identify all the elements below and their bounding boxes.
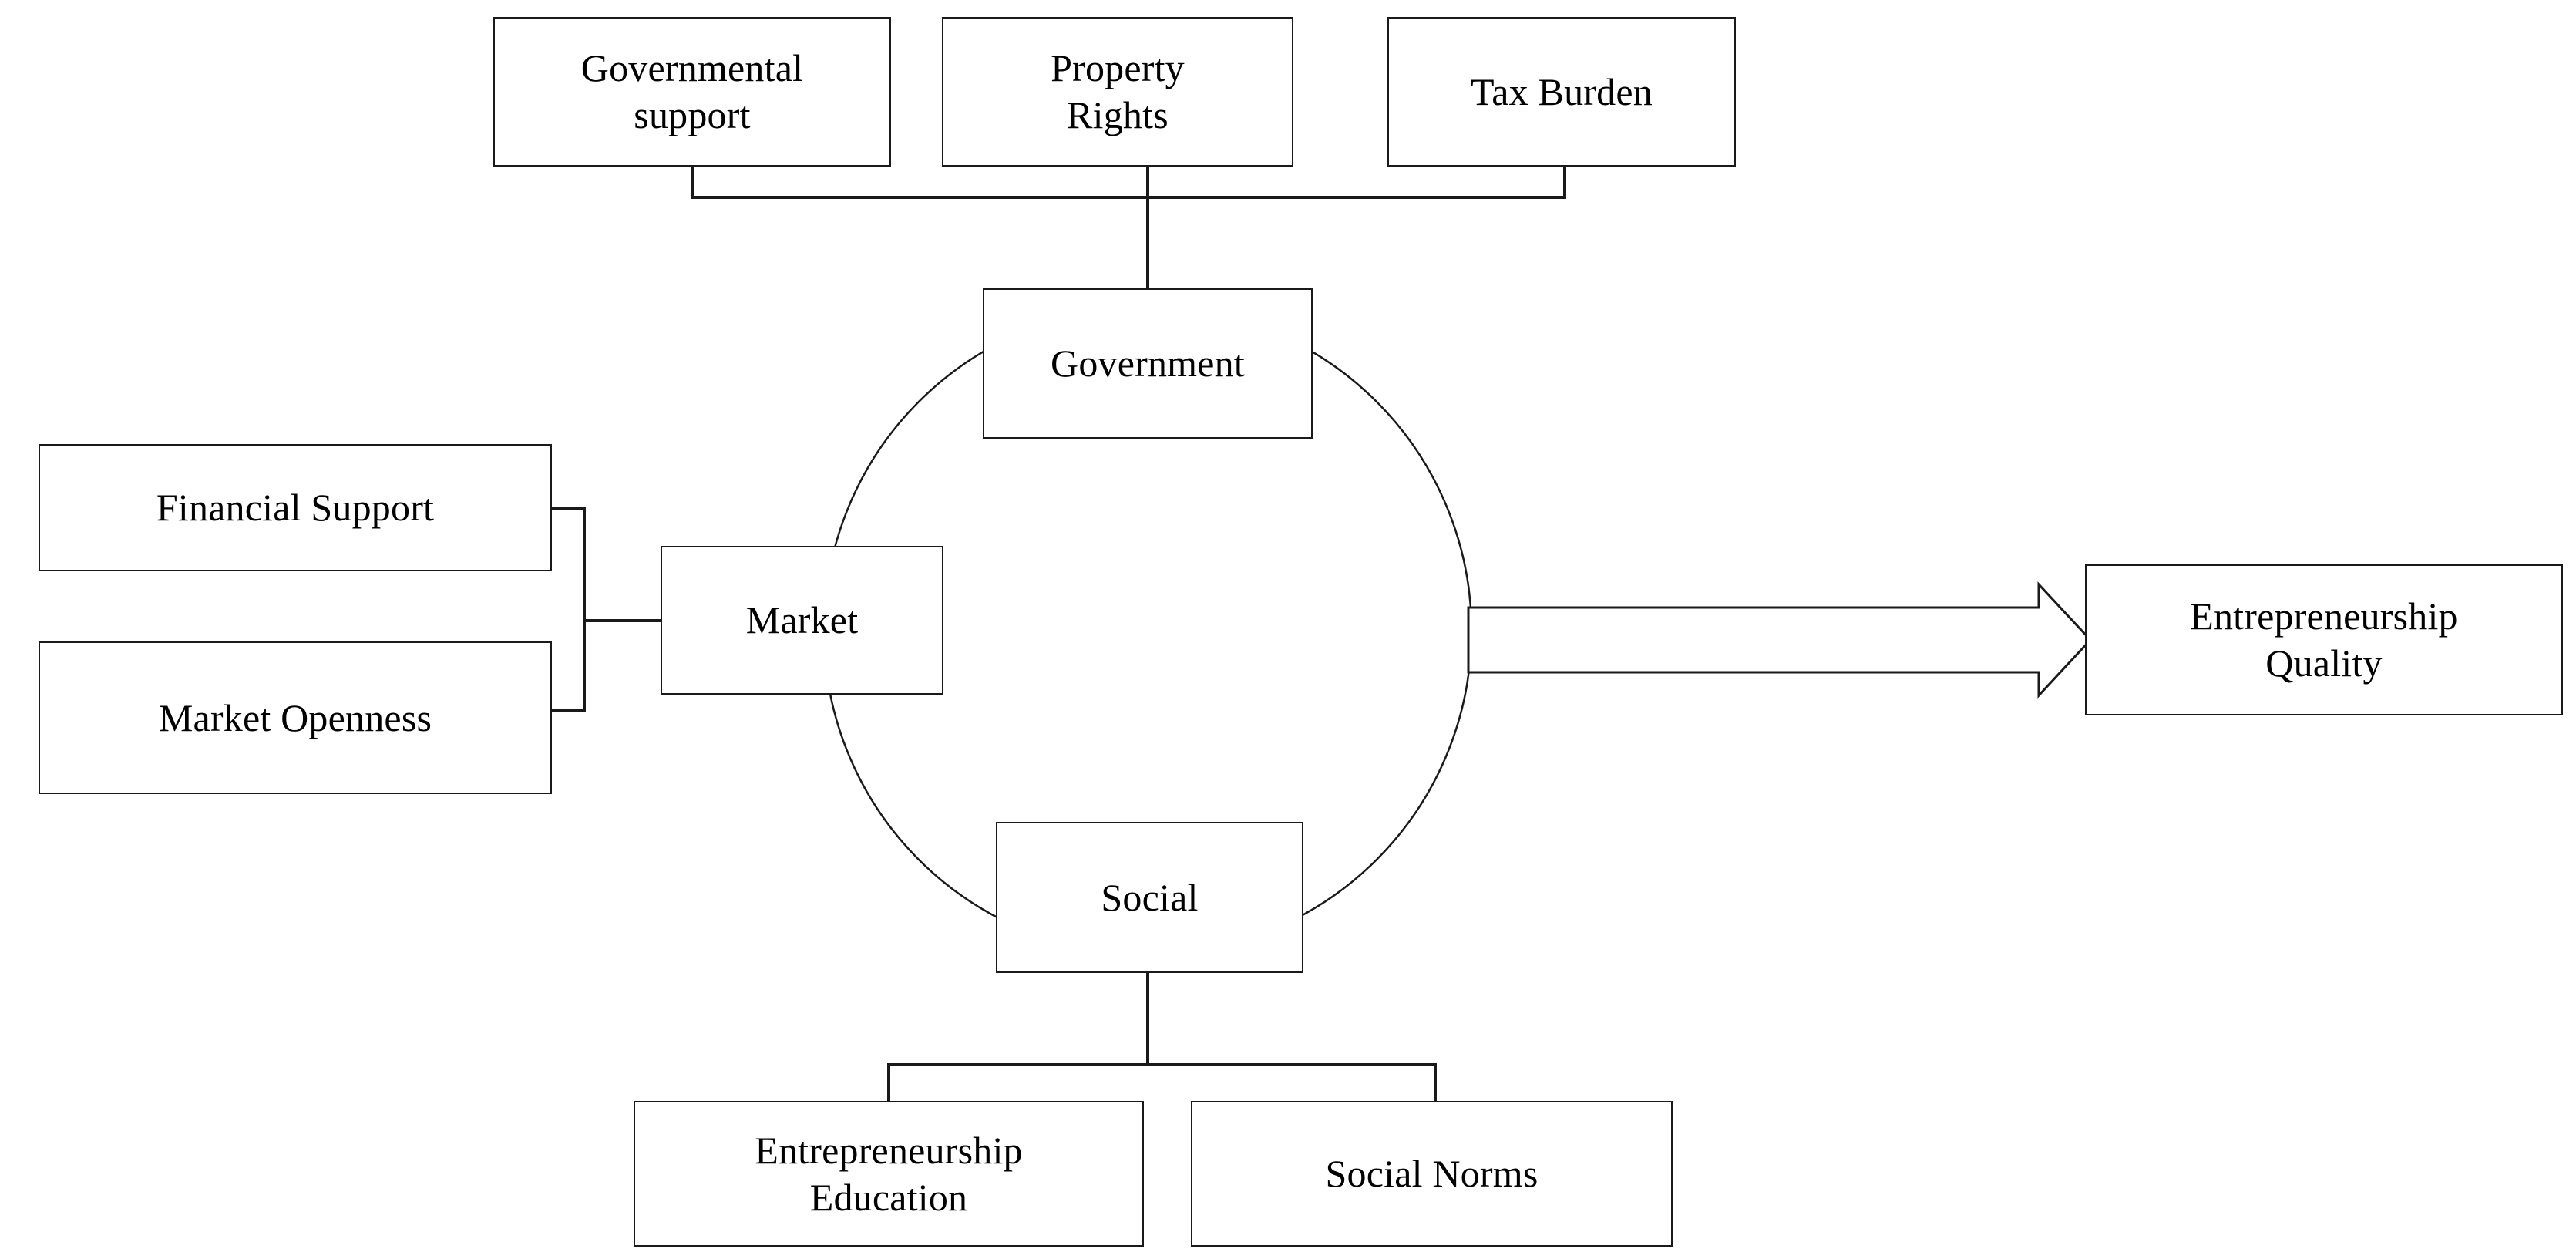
connector-left-bracket (550, 507, 662, 712)
outcome-arrow (1467, 581, 2093, 699)
connector-bottom-bracket (887, 971, 1437, 1102)
connector-top-bracket (691, 165, 1566, 290)
node-entrepreneurship-quality[interactable]: Entrepreneurship Quality (2085, 564, 2563, 715)
node-market-openness[interactable]: Market Openness (39, 641, 552, 794)
node-entrepreneurship-education-label: Entrepreneurship Education (755, 1128, 1023, 1219)
node-market[interactable]: Market (661, 546, 943, 695)
node-social-norms-label: Social Norms (1325, 1152, 1539, 1195)
node-governmental-support-label: Governmental support (580, 46, 804, 136)
node-property-rights-label: Property Rights (1051, 46, 1185, 136)
node-social[interactable]: Social (996, 822, 1303, 973)
node-governmental-support[interactable]: Governmental support (493, 17, 891, 167)
node-financial-support[interactable]: Financial Support (39, 444, 552, 571)
node-entrepreneurship-quality-label: Entrepreneurship Quality (2190, 594, 2458, 685)
node-financial-support-label: Financial Support (156, 486, 435, 529)
node-government[interactable]: Government (983, 288, 1313, 439)
node-entrepreneurship-education[interactable]: Entrepreneurship Education (634, 1101, 1144, 1247)
node-tax-burden-label: Tax Burden (1471, 69, 1653, 113)
node-market-label: Market (745, 598, 859, 641)
node-government-label: Government (1051, 342, 1245, 385)
node-social-label: Social (1101, 875, 1199, 919)
node-social-norms[interactable]: Social Norms (1191, 1101, 1673, 1247)
node-property-rights[interactable]: Property Rights (942, 17, 1293, 167)
node-market-openness-label: Market Openness (158, 695, 432, 739)
node-tax-burden[interactable]: Tax Burden (1387, 17, 1736, 167)
